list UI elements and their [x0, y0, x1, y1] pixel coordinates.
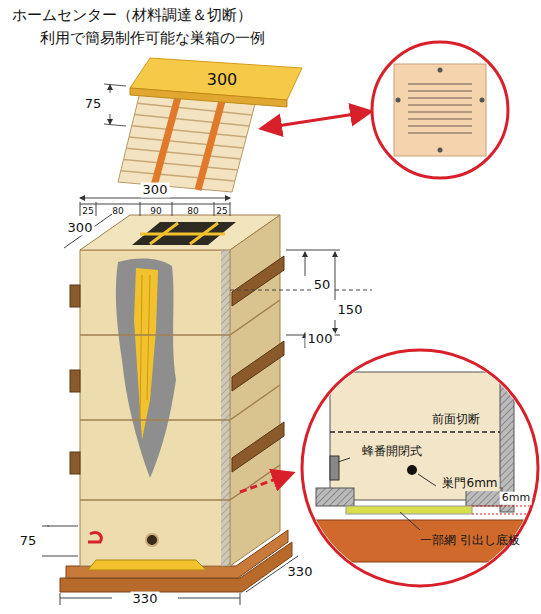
entrance-inset: [300, 350, 541, 586]
dimension-label: 75: [18, 534, 39, 549]
callout-text: 前面切断: [430, 413, 482, 427]
dimension-label: 300: [141, 183, 170, 198]
dimension-label: 330: [286, 565, 315, 580]
callout-text: 6mm: [500, 492, 532, 505]
hive-body: [60, 215, 292, 592]
lid: [104, 58, 368, 192]
dimension-label: 300: [66, 221, 95, 236]
dimension-label: 80: [187, 206, 198, 216]
dimension-label: 150: [336, 303, 365, 318]
dimension-label: 25: [216, 206, 227, 216]
dimension-label: 300: [207, 71, 238, 89]
lid-inset: [372, 42, 508, 178]
dimension-label: 25: [82, 206, 93, 216]
dimension-label: 80: [112, 206, 123, 216]
callout-text: 蜂番開閉式: [360, 445, 424, 459]
dimension-label: 75: [83, 97, 104, 112]
dimension-label: 50: [312, 278, 333, 293]
callout-text: 巣門6mm: [440, 477, 499, 491]
dimension-label: 330: [131, 592, 160, 607]
dimension-label: 100: [306, 332, 335, 347]
dimension-label: 90: [150, 206, 161, 216]
title: ホームセンター（材料調達＆切断） 利用で簡易制作可能な巣箱の一例: [40, 4, 340, 49]
callout-text: 一部網 引出し底板: [420, 534, 520, 548]
